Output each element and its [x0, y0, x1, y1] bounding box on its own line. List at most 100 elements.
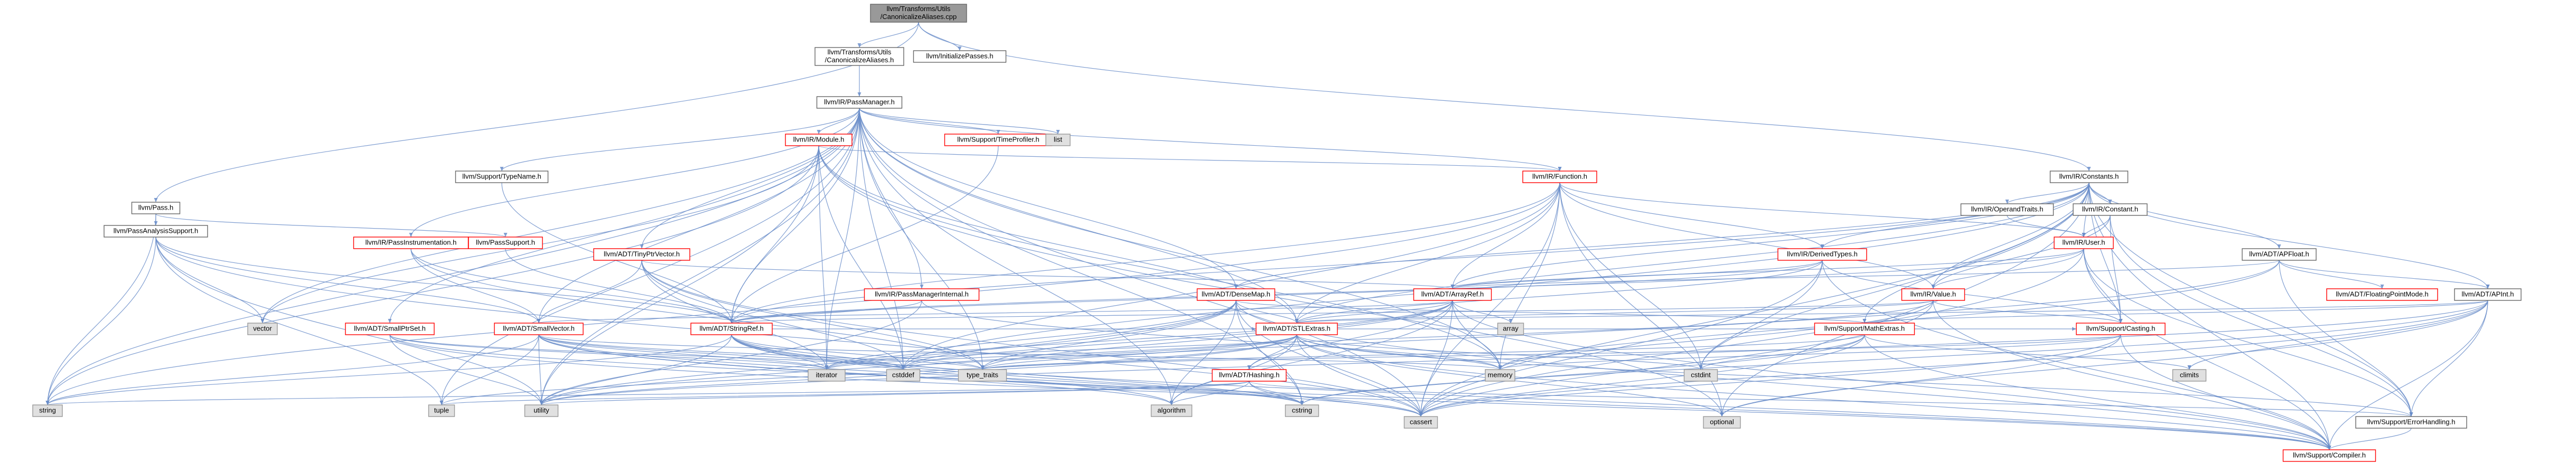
edge-line — [1420, 334, 1865, 417]
edge-line — [641, 260, 1453, 289]
node-initpasses[interactable]: llvm/InitializePasses.h — [913, 50, 1007, 63]
node-pminternal[interactable]: llvm/IR/PassManagerInternal.h — [864, 288, 980, 301]
node-fpmode[interactable]: llvm/ADT/FloatingPointMode.h — [2326, 288, 2438, 301]
edge-stlextras-to-casting — [1337, 327, 2076, 331]
node-passinstr[interactable]: llvm/IR/PassInstrumentation.h — [353, 237, 469, 249]
node-casting[interactable]: llvm/Support/Casting.h — [2076, 323, 2166, 335]
node-label: llvm/IR/Constant.h — [2082, 205, 2138, 213]
edge-constants-to-arrayref — [1450, 182, 2090, 289]
edge-arrowhead — [1169, 401, 1174, 405]
node-pass[interactable]: llvm/Pass.h — [131, 202, 181, 214]
node-label: llvm/Pass.h — [138, 203, 173, 211]
node-passmanager[interactable]: llvm/IR/PassManager.h — [816, 96, 903, 109]
node-function[interactable]: llvm/IR/Function.h — [1522, 171, 1597, 183]
node-constant[interactable]: llvm/IR/Constant.h — [2073, 203, 2148, 216]
node-box — [494, 323, 584, 335]
node-smallptrset[interactable]: llvm/ADT/SmallPtrSet.h — [345, 323, 435, 335]
edge-line — [1559, 182, 1934, 289]
node-typename[interactable]: llvm/Support/TypeName.h — [455, 171, 549, 183]
edge-line — [1933, 300, 2121, 324]
node-mathextras[interactable]: llvm/Support/MathExtras.h — [1814, 323, 1915, 335]
edge-line — [47, 334, 732, 405]
node-densemap[interactable]: llvm/ADT/DenseMap.h — [1196, 288, 1276, 301]
edge-apfloat-to-arrayref — [1450, 260, 2280, 289]
edge-passmanager-to-tinyptrvector — [640, 108, 860, 249]
edge-constants-to-densemap — [1234, 182, 2090, 289]
edge-line — [538, 334, 827, 370]
edge-casting-to-typetraits — [980, 334, 2121, 370]
edge-line — [155, 237, 263, 324]
edge-line — [1822, 182, 2090, 249]
node-passsupport[interactable]: llvm/PassSupport.h — [468, 237, 543, 249]
node-label: llvm/Support/TimeProfiler.h — [957, 135, 1039, 143]
edge-arrowhead — [503, 233, 508, 237]
edge-line — [410, 248, 539, 324]
edge-arrowhead — [1234, 285, 1238, 289]
edge-line — [918, 22, 960, 51]
node-timeprofiler[interactable]: llvm/Support/TimeProfiler.h — [944, 134, 1053, 146]
edge-module-to-string — [45, 145, 819, 405]
node-compiler[interactable]: llvm/Support/Compiler.h — [2282, 449, 2376, 462]
node-stringref[interactable]: llvm/ADT/StringRef.h — [690, 323, 773, 335]
edge-constants-to-constant — [2088, 182, 2112, 204]
edge-line — [1933, 300, 2330, 450]
edge-line — [731, 334, 1303, 405]
edge-line — [2088, 182, 2330, 450]
edge-arrowhead — [1498, 365, 1502, 370]
node-box — [870, 4, 967, 23]
edge-line — [1296, 300, 2488, 324]
edge-line — [859, 108, 1058, 135]
edge-line — [441, 108, 860, 405]
node-operandtraits[interactable]: llvm/IR/OperandTraits.h — [1960, 203, 2054, 216]
edge-line — [859, 108, 1560, 172]
edge-apint-to-optional — [1720, 300, 2488, 417]
node-box — [2172, 369, 2207, 382]
node-hashing[interactable]: llvm/ADT/Hashing.h — [1212, 369, 1287, 382]
node-box — [455, 171, 549, 183]
edge-line — [982, 300, 1453, 370]
node-label: tuple — [434, 406, 449, 414]
edge-tinyptrvector-to-typetraits — [641, 260, 985, 370]
node-box — [2454, 288, 2522, 301]
node-stlextras[interactable]: llvm/ADT/STLExtras.h — [1256, 323, 1338, 335]
node-apint[interactable]: llvm/ADT/APInt.h — [2454, 288, 2522, 301]
node-box — [1960, 203, 2054, 216]
node-list: list — [1045, 134, 1071, 146]
node-constants[interactable]: llvm/IR/Constants.h — [2049, 171, 2129, 183]
edge-line — [1171, 381, 1250, 405]
node-label: llvm/Transforms/Utils — [828, 48, 892, 56]
node-box — [1403, 416, 1438, 429]
node-smallvector[interactable]: llvm/ADT/SmallVector.h — [494, 323, 584, 335]
node-tinyptrvector[interactable]: llvm/ADT/TinyPtrVector.h — [593, 248, 690, 261]
edge-arrowhead — [2072, 327, 2076, 331]
edge-line — [538, 334, 904, 370]
edge-arrowhead — [539, 401, 544, 405]
node-derivedtypes[interactable]: llvm/IR/DerivedTypes.h — [1777, 248, 1867, 261]
node-errorhandling[interactable]: llvm/Support/ErrorHandling.h — [2355, 416, 2467, 429]
node-canonh[interactable]: llvm/Transforms/Utils/CanonicalizeAliase… — [814, 47, 904, 66]
edge-line — [541, 300, 1237, 405]
edge-line — [541, 300, 922, 405]
edge-line — [441, 334, 539, 405]
node-apfloat[interactable]: llvm/ADT/APFloat.h — [2242, 248, 2317, 261]
edge-canonh-to-passmanager — [857, 65, 861, 97]
edge-line — [982, 334, 1865, 370]
edge-apint-to-utility — [539, 300, 2488, 405]
edge-line — [731, 334, 1172, 405]
node-module[interactable]: llvm/IR/Module.h — [785, 134, 853, 146]
node-box — [2054, 237, 2114, 249]
node-root[interactable]: llvm/Transforms/Utils/CanonicalizeAliase… — [870, 4, 967, 23]
node-passanalysis[interactable]: llvm/PassAnalysisSupport.h — [104, 225, 208, 238]
node-user[interactable]: llvm/IR/User.h — [2054, 237, 2114, 249]
node-label: llvm/Support/Casting.h — [2086, 324, 2156, 332]
edge-line — [1296, 334, 2330, 450]
node-arrayref[interactable]: llvm/ADT/ArrayRef.h — [1413, 288, 1492, 301]
node-memory: memory — [1485, 369, 1515, 382]
node-label: llvm/PassSupport.h — [476, 238, 535, 246]
node-value[interactable]: llvm/IR/Value.h — [1901, 288, 1965, 301]
node-label: llvm/IR/PassManager.h — [824, 98, 895, 106]
edge-line — [982, 300, 1237, 370]
node-box — [2073, 203, 2148, 216]
edge-line — [262, 108, 860, 324]
edge-line — [2088, 182, 2412, 417]
